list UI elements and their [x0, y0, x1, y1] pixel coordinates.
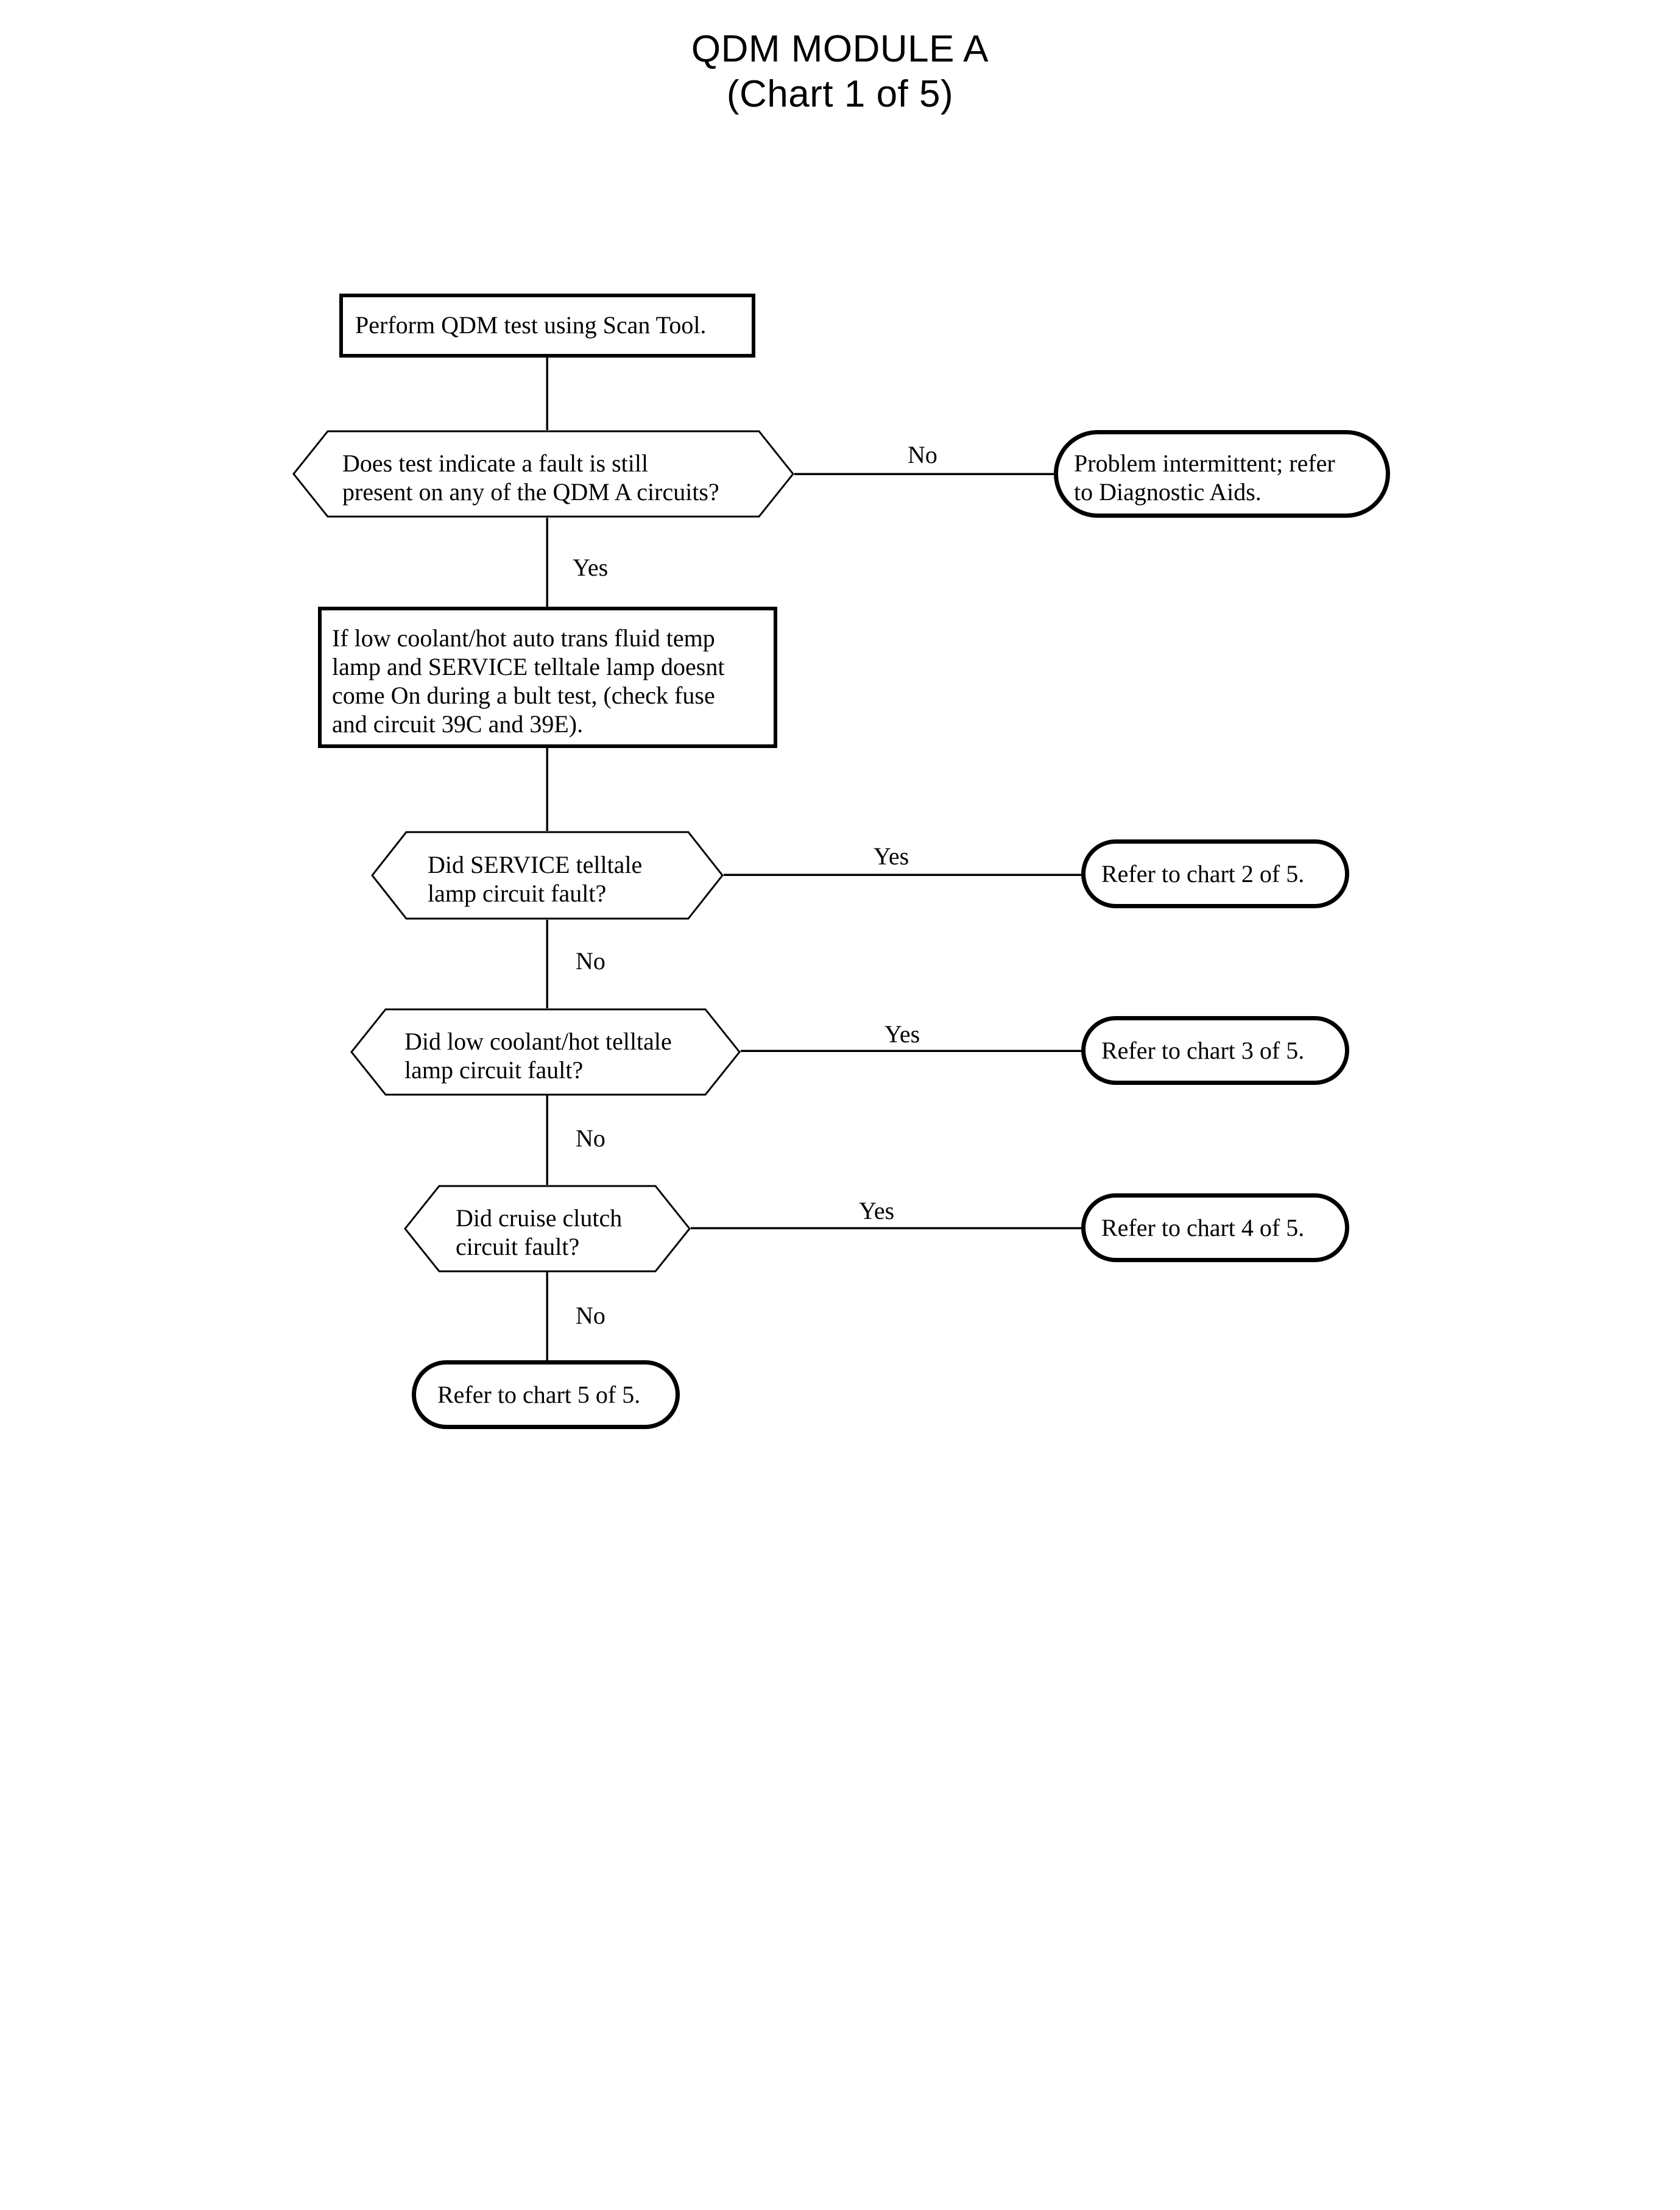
decision-low-coolant-telltale-fault[interactable] [350, 1008, 741, 1096]
edge-label-yes-chart-3: Yes [884, 1020, 920, 1048]
decision-cruise-clutch-fault-label: Did cruise clutch circuit fault? [456, 1204, 623, 1260]
process-box-bulb-test-check[interactable] [318, 607, 777, 748]
terminator-refer-chart-3[interactable] [1081, 1016, 1349, 1085]
terminator-refer-chart-3-label: Refer to chart 3 of 5. [1101, 1037, 1305, 1064]
decision-cruise-clutch-fault[interactable] [404, 1185, 691, 1273]
page-title: QDM MODULE A (Chart 1 of 5) [0, 27, 1680, 117]
decision-service-telltale-fault[interactable] [371, 831, 724, 920]
decision-low-coolant-telltale-fault-label: Did low coolant/hot telltale lamp circui… [404, 1028, 672, 1084]
title-line-1: QDM MODULE A [691, 28, 989, 70]
terminator-refer-chart-4[interactable] [1081, 1193, 1349, 1262]
title-line-2: (Chart 1 of 5) [726, 73, 954, 115]
process-box-bulb-test-check-label: If low coolant/hot auto trans fluid temp… [332, 624, 725, 738]
terminator-refer-chart-4-label: Refer to chart 4 of 5. [1101, 1214, 1305, 1241]
edge-label-no-to-low-coolant: No [576, 947, 605, 975]
terminator-refer-chart-2[interactable] [1081, 839, 1349, 908]
terminator-problem-intermittent-label: Problem intermittent; refer to Diagnosti… [1074, 450, 1335, 506]
decision-fault-still-present-label: Does test indicate a fault is still pres… [342, 450, 719, 506]
edge-label-no-intermittent: No [908, 441, 937, 468]
edge-label-yes-chart-4: Yes [859, 1197, 895, 1224]
terminator-problem-intermittent[interactable] [1054, 430, 1390, 518]
edge-label-no-chart-5: No [576, 1302, 605, 1329]
edge-label-no-to-cruise-clutch: No [576, 1124, 605, 1152]
decision-service-telltale-fault-label: Did SERVICE telltale lamp circuit fault? [428, 851, 643, 907]
process-box-perform-qdm-test-label: Perform QDM test using Scan Tool. [355, 311, 707, 339]
decision-fault-still-present[interactable] [292, 430, 794, 518]
edge-label-yes-chart-2: Yes [874, 842, 909, 870]
process-box-perform-qdm-test[interactable] [339, 294, 755, 358]
edge-label-yes-to-bulb-test: Yes [573, 554, 609, 581]
terminator-refer-chart-2-label: Refer to chart 2 of 5. [1101, 860, 1305, 888]
terminator-refer-chart-5[interactable] [412, 1360, 680, 1429]
terminator-refer-chart-5-label: Refer to chart 5 of 5. [437, 1381, 641, 1408]
